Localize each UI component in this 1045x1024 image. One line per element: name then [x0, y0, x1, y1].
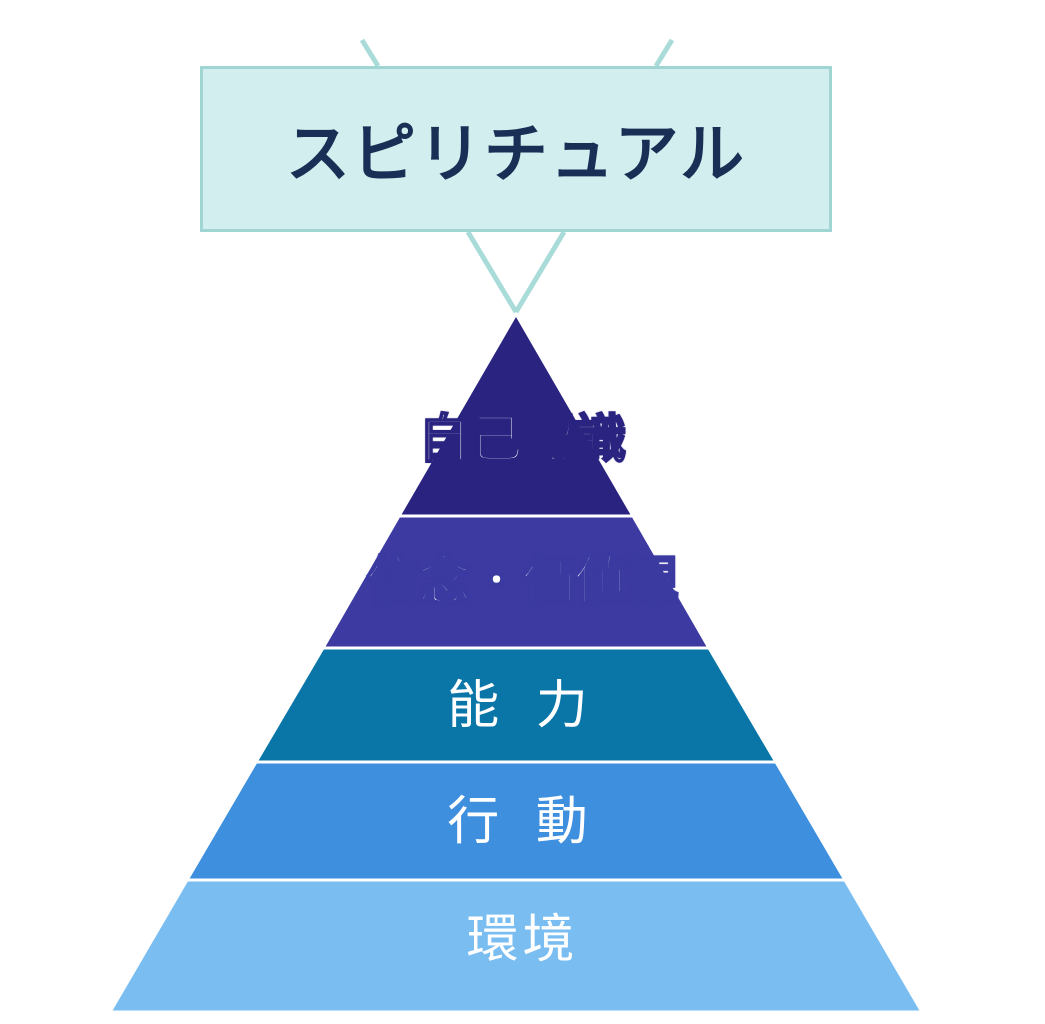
layer-label-environment: 環境 [466, 910, 579, 970]
spiritual-label: スピリチュアル [285, 118, 747, 192]
layer-label-capabilities: 能 力 [447, 676, 598, 736]
layer-label-behavior: 行 動 [447, 792, 598, 852]
connector-line-bottom-left [465, 230, 519, 314]
spiritual-box: スピリチュアル [200, 66, 832, 232]
pyramid-layer-environment [108, 878, 924, 1014]
connector-line-top-left [359, 38, 381, 68]
layer-label-self-awareness: 自己認識 [417, 410, 627, 470]
layer-label-beliefs-values: 信念・価値観 [365, 552, 679, 612]
connector-line-top-right [653, 38, 675, 68]
connector-line-bottom-right [513, 230, 567, 314]
